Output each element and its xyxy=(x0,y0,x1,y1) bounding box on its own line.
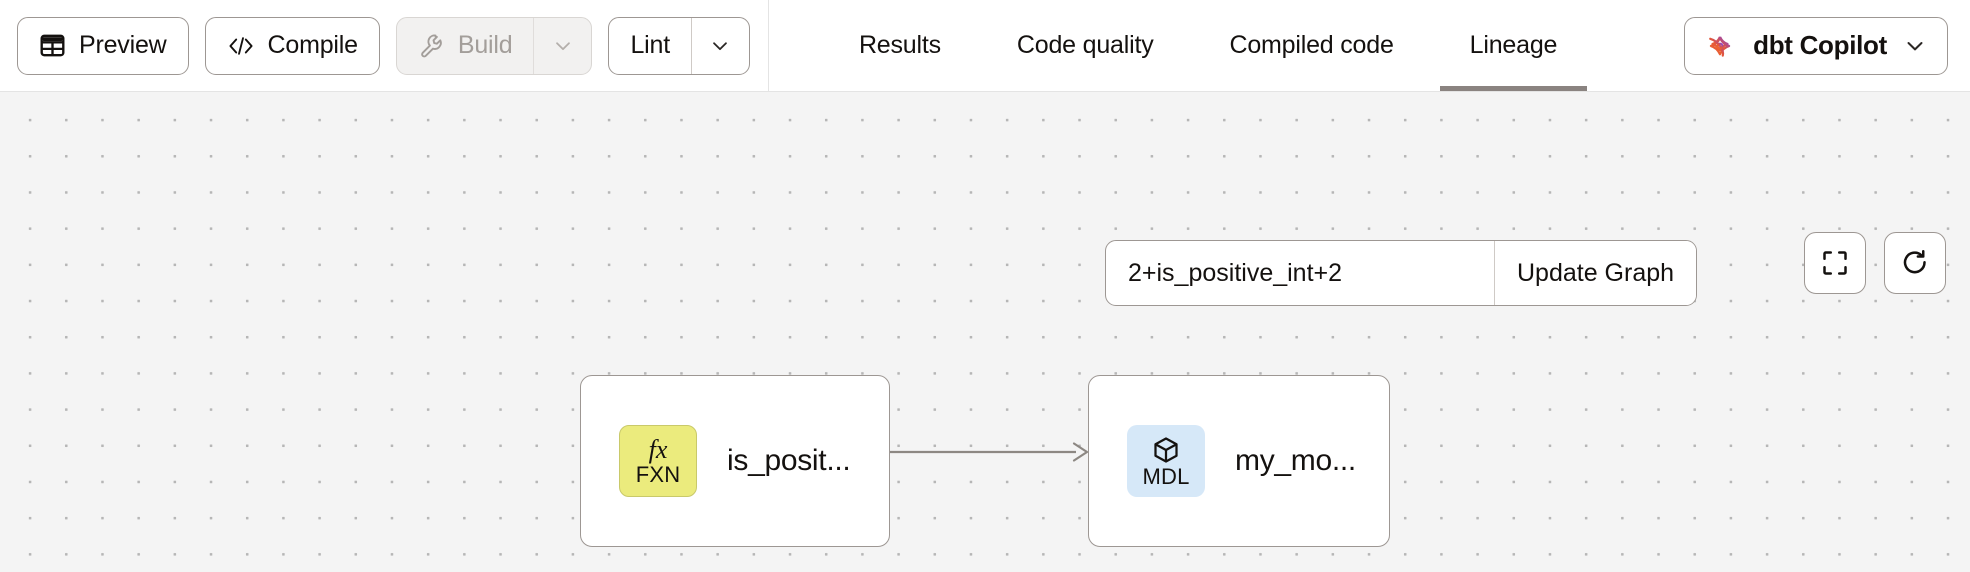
cube-icon xyxy=(1151,435,1181,465)
compile-button-label: Compile xyxy=(267,31,359,59)
code-brackets-icon xyxy=(227,34,255,58)
lineage-canvas[interactable]: Update Graph xyxy=(0,92,1970,572)
fxn-badge-label: FXN xyxy=(635,461,681,487)
fxn-badge: fx FXN xyxy=(619,425,697,497)
mdl-badge-label: MDL xyxy=(1142,463,1190,489)
update-graph-button[interactable]: Update Graph xyxy=(1494,241,1697,305)
tab-compiled-code-label: Compiled code xyxy=(1229,31,1394,59)
tab-compiled-code[interactable]: Compiled code xyxy=(1192,0,1432,91)
tab-results-label: Results xyxy=(858,31,941,59)
node-label-my-model: my_mo... xyxy=(1235,444,1356,477)
toolbar-tabs-divider xyxy=(767,0,769,91)
lint-button-label: Lint xyxy=(630,31,670,59)
tab-results[interactable]: Results xyxy=(821,0,979,91)
result-tabs: Results Code quality Compiled code Linea… xyxy=(769,0,1595,91)
fit-view-button[interactable] xyxy=(1804,232,1866,294)
dbt-copilot-button[interactable]: dbt Copilot xyxy=(1684,16,1948,75)
mdl-badge: MDL xyxy=(1127,425,1205,497)
tab-lineage[interactable]: Lineage xyxy=(1432,0,1596,91)
preview-button[interactable]: Preview xyxy=(17,16,189,75)
tab-code-quality[interactable]: Code quality xyxy=(979,0,1192,91)
copilot-area: dbt Copilot xyxy=(1684,16,1970,75)
reset-graph-button[interactable] xyxy=(1884,232,1946,294)
update-graph-label: Update Graph xyxy=(1517,258,1675,287)
canvas-controls xyxy=(1804,232,1946,294)
lineage-node-is-positive-int[interactable]: fx FXN is_posit... xyxy=(580,375,890,547)
editor-toolbar: Preview Compile xyxy=(0,0,750,91)
lint-button[interactable]: Lint xyxy=(609,18,691,74)
lint-dropdown-toggle[interactable] xyxy=(690,17,749,74)
table-icon xyxy=(39,32,66,59)
dbt-copilot-label: dbt Copilot xyxy=(1753,30,1887,60)
compile-button[interactable]: Compile xyxy=(204,16,380,75)
chevron-down-icon xyxy=(552,35,574,57)
fx-glyph: fx xyxy=(648,434,668,464)
chevron-down-icon xyxy=(1903,34,1927,58)
tab-lineage-label: Lineage xyxy=(1469,31,1558,59)
lineage-node-my-model[interactable]: MDL my_mo... xyxy=(1088,375,1390,547)
build-button: Build xyxy=(397,18,534,74)
node-label-is-positive-int: is_posit... xyxy=(727,444,851,477)
graph-selector-input[interactable] xyxy=(1106,241,1494,305)
dbt-copilot-atom-icon xyxy=(1703,29,1737,63)
build-button-group: Build xyxy=(395,16,593,75)
lineage-edge xyxy=(880,440,1092,469)
refresh-icon xyxy=(1900,248,1930,278)
build-dropdown-toggle xyxy=(533,17,591,74)
fullscreen-icon xyxy=(1820,248,1850,278)
wrench-icon xyxy=(418,32,445,59)
lint-button-group[interactable]: Lint xyxy=(608,16,750,75)
tab-code-quality-label: Code quality xyxy=(1016,31,1154,59)
chevron-down-icon xyxy=(709,35,731,57)
build-button-label: Build xyxy=(457,31,513,59)
graph-selector-group: Update Graph xyxy=(1105,240,1698,306)
editor-header: Preview Compile xyxy=(0,0,1970,92)
preview-button-label: Preview xyxy=(79,31,167,59)
